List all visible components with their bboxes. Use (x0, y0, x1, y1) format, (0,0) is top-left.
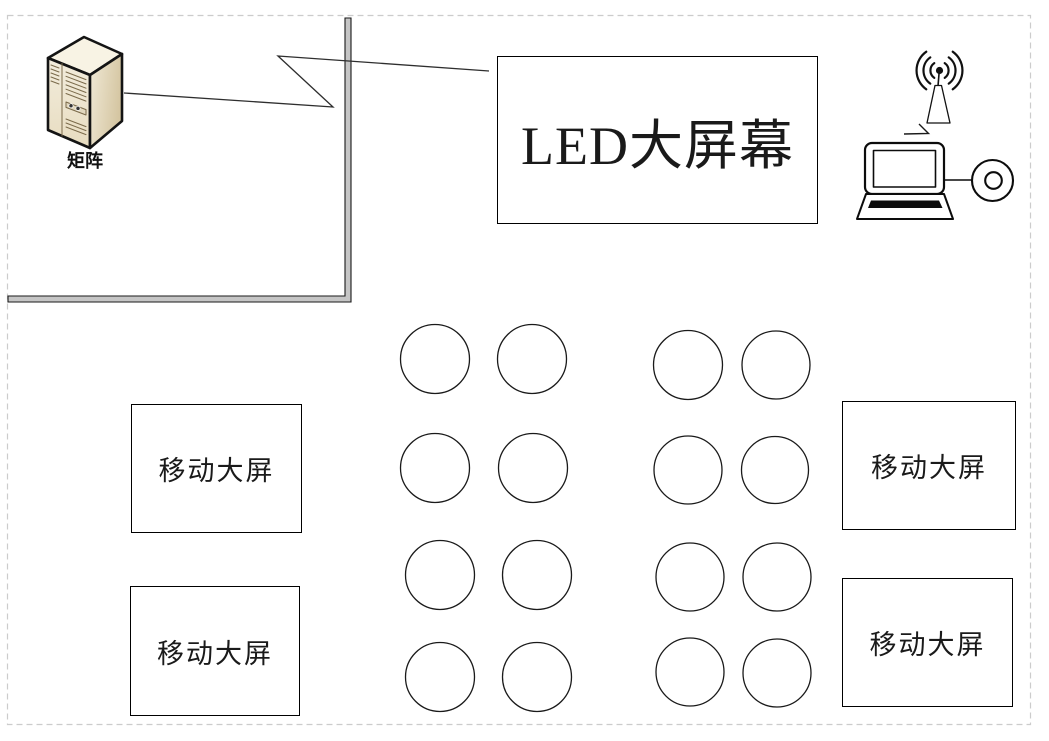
round-tables-group (399, 323, 812, 713)
antenna-to-laptop-connector[interactable] (903, 123, 931, 135)
server-vents (50, 63, 87, 137)
laptop-icon[interactable] (856, 141, 954, 220)
round-table-circle[interactable] (655, 542, 725, 612)
wall-divider[interactable] (7, 17, 352, 303)
laptop-keyboard (868, 200, 943, 208)
round-table-circle[interactable] (652, 329, 724, 401)
mobile-screen-label: 移动大屏 (869, 630, 986, 660)
page-boundary (6, 14, 1032, 726)
laptop-screen (872, 149, 937, 188)
round-table-circle[interactable] (655, 637, 725, 707)
mobile-screen-label: 移动大屏 (871, 453, 987, 483)
led-screen-label: LED大屏幕 (521, 115, 794, 176)
round-table-circle[interactable] (496, 323, 568, 395)
mobile-screen-box-right-bottom[interactable]: 移动大屏 (842, 578, 1013, 707)
server-icon[interactable] (46, 35, 124, 150)
server-button-icon (75, 105, 81, 111)
antenna-dot (935, 66, 944, 75)
mobile-screen-label: 移动大屏 (158, 456, 275, 486)
round-table-circle[interactable] (741, 330, 811, 400)
mouse-dongle-icon[interactable] (970, 158, 1015, 203)
matrix-label: 矩阵 (67, 151, 103, 171)
round-table-circle[interactable] (501, 539, 573, 611)
round-table-circle[interactable] (399, 432, 471, 504)
round-table-circle[interactable] (404, 539, 476, 611)
round-table-circle[interactable] (740, 435, 810, 505)
mobile-screen-box-left-bottom[interactable]: 移动大屏 (130, 586, 300, 716)
matrix-to-led-connector[interactable] (123, 55, 490, 108)
led-screen-box[interactable]: LED大屏幕 (497, 56, 818, 224)
antenna-mast (926, 84, 951, 124)
round-table-circle[interactable] (742, 542, 812, 612)
mobile-screen-box-left-top[interactable]: 移动大屏 (131, 404, 302, 533)
round-table-circle[interactable] (497, 432, 569, 504)
dongle-inner-circle (984, 171, 1003, 190)
round-table-circle[interactable] (404, 641, 476, 713)
round-table-circle[interactable] (399, 323, 471, 395)
mobile-screen-label: 移动大屏 (157, 638, 273, 669)
wireless-antenna-icon[interactable] (915, 50, 964, 124)
antenna-waves (915, 50, 964, 91)
round-table-circle[interactable] (501, 641, 573, 713)
round-table-circle[interactable] (653, 435, 723, 505)
mobile-screen-box-right-top[interactable]: 移动大屏 (842, 401, 1016, 530)
round-table-circle[interactable] (742, 638, 812, 708)
server-button-icon (68, 103, 74, 109)
